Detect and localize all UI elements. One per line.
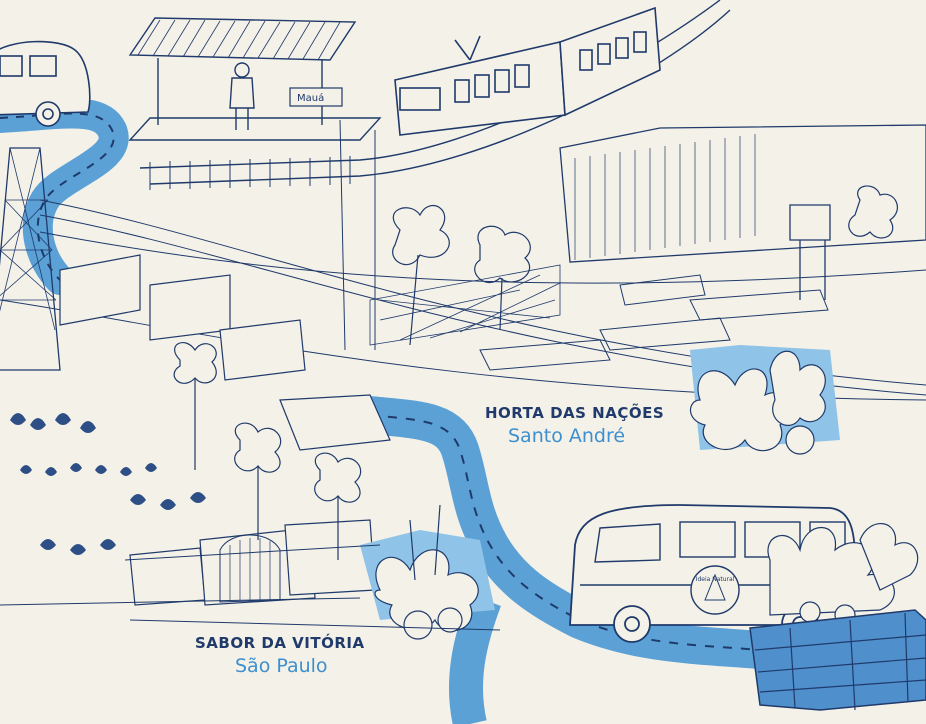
street-walls	[0, 534, 501, 631]
location-subtitle-horta: Santo André	[508, 425, 626, 447]
station-shelter	[128, 17, 382, 141]
garden-beds	[479, 274, 829, 371]
station-sign-text: Mauá	[297, 92, 324, 104]
location-title-sabor: SABOR DA VITÓRIA	[195, 634, 365, 652]
fence	[369, 264, 561, 346]
van-top-left	[0, 40, 91, 127]
vegetable-bunch-sabor	[360, 504, 495, 640]
warehouse	[559, 124, 926, 300]
vegetable-bunch-horta	[689, 345, 840, 455]
ground-leaves	[10, 413, 206, 555]
houses	[59, 254, 391, 606]
power-pylon	[0, 147, 61, 371]
plants	[173, 185, 898, 560]
van-logo: Ideia Natural	[696, 576, 735, 583]
van-logo-text: Ideia Natural	[696, 576, 735, 583]
produce-crate	[749, 523, 926, 711]
train	[394, 6, 661, 136]
location-title-horta: HORTA DAS NAÇÕES	[485, 404, 665, 422]
station-sign: Mauá	[289, 87, 343, 107]
location-subtitle-sabor: São Paulo	[235, 655, 328, 677]
